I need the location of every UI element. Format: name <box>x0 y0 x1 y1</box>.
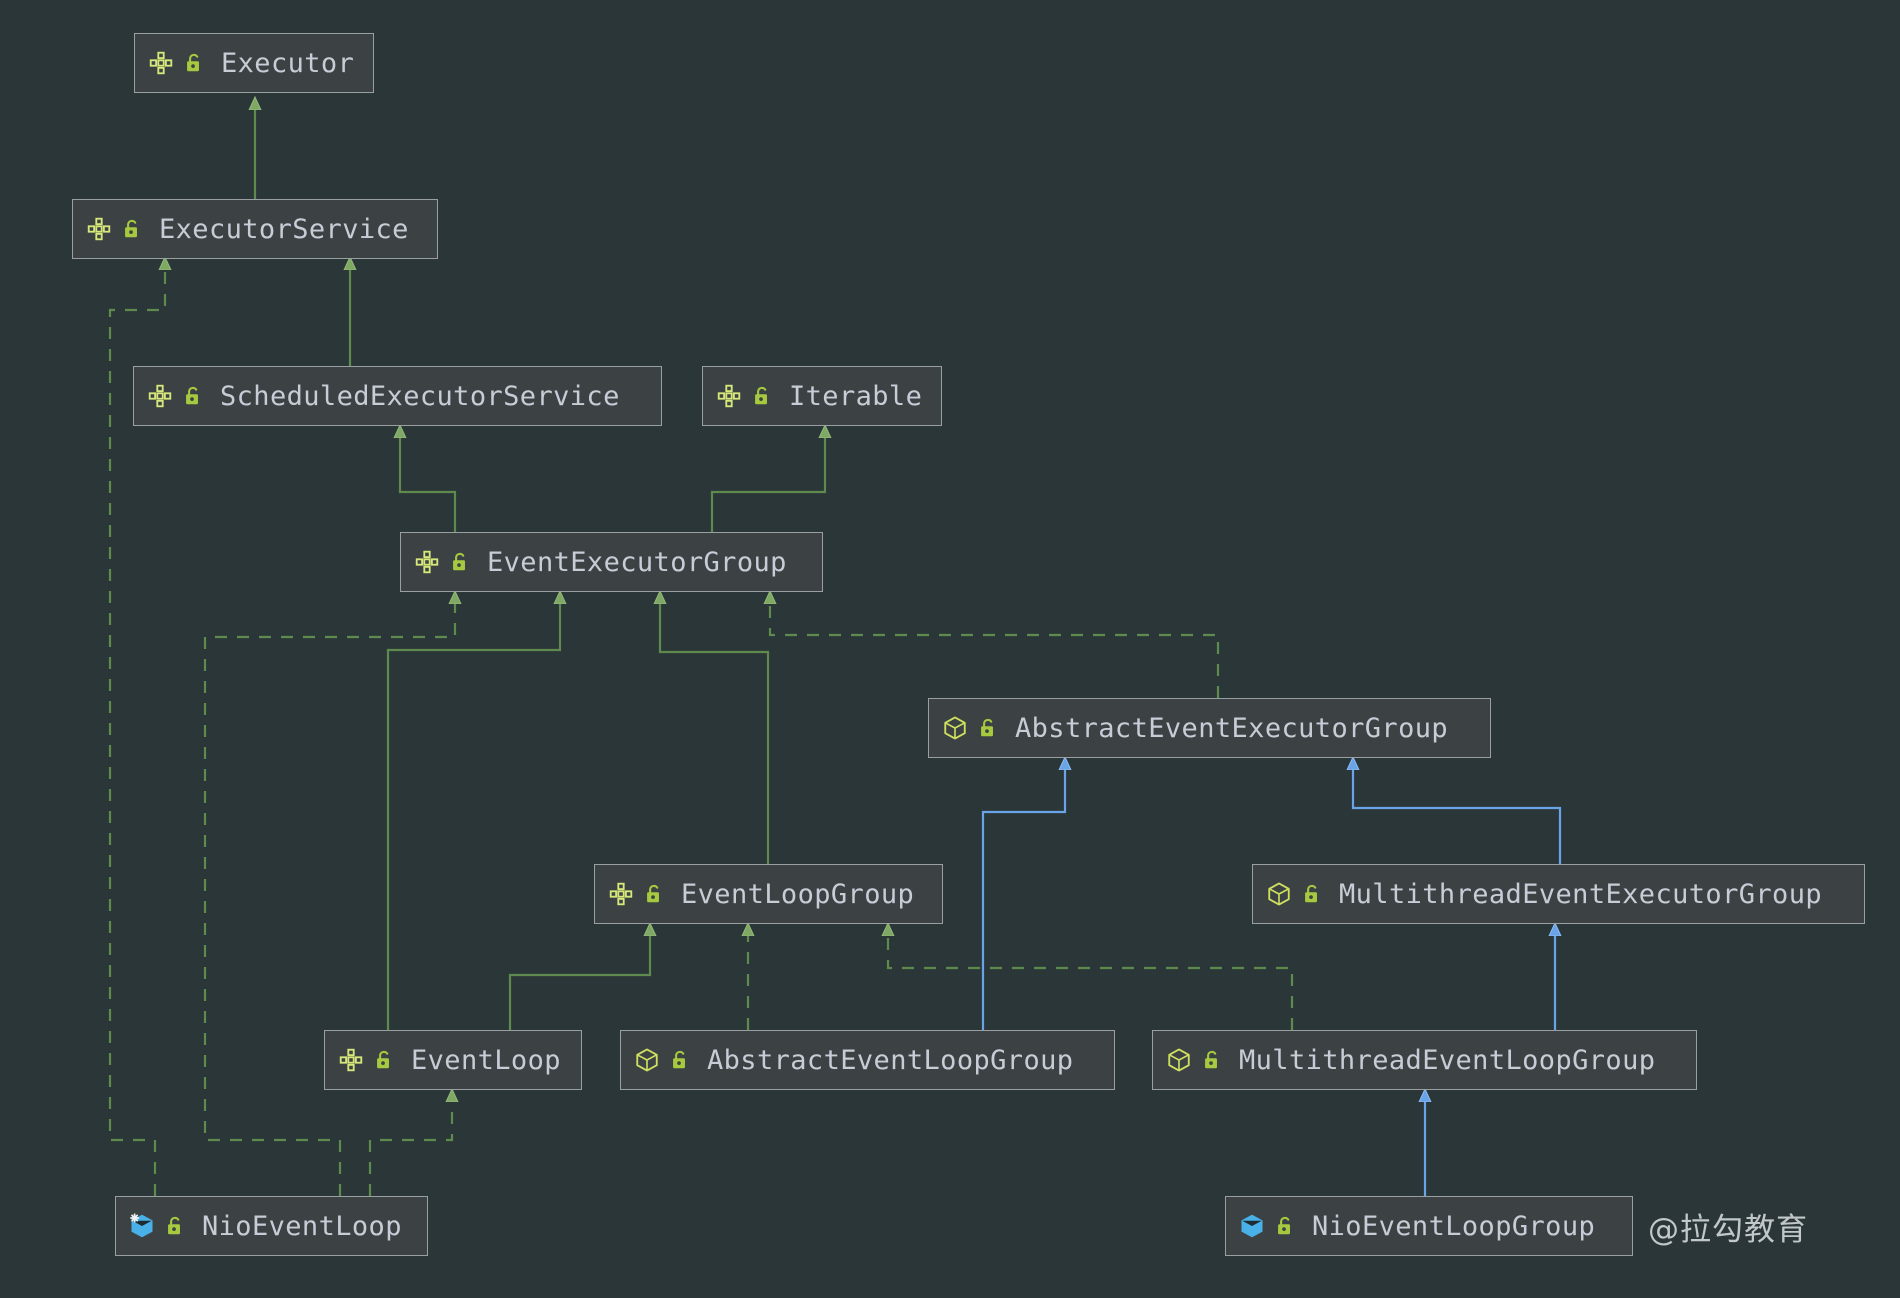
class-node-label: EventExecutorGroup <box>487 546 787 578</box>
class-node-label: NioEventLoopGroup <box>1312 1210 1596 1242</box>
class-node-label: EventLoop <box>411 1044 561 1076</box>
lock-icon <box>453 552 465 571</box>
lock-icon <box>1205 1050 1217 1069</box>
node-icons <box>1266 881 1339 907</box>
interface-icon <box>609 882 633 906</box>
node-icons <box>634 1047 707 1073</box>
final-class-icon <box>130 1213 153 1238</box>
node-icons <box>1166 1047 1239 1073</box>
edge-eventexecutorgroup-iterable <box>710 436 825 532</box>
class-node-label: AbstractEventLoopGroup <box>707 1044 1074 1076</box>
interface-icon <box>148 384 172 408</box>
watermark: @拉勾教育 <box>1648 1212 1808 1248</box>
interface-icon <box>415 550 439 574</box>
class-node-executor[interactable]: Executor <box>134 33 374 93</box>
lock-icon <box>981 718 993 737</box>
node-icons <box>148 50 221 76</box>
lock-icon <box>168 1216 180 1235</box>
node-icons <box>414 549 487 575</box>
class-node-label: EventLoopGroup <box>681 878 915 910</box>
lock-icon <box>647 884 659 903</box>
interface-icon <box>87 217 111 241</box>
class-node-label: ScheduledExecutorService <box>220 380 620 412</box>
abstract-class-icon <box>1168 1048 1190 1072</box>
class-node-label: ExecutorService <box>159 213 409 245</box>
node-icons <box>942 715 1015 741</box>
class-node-event-loop[interactable]: EventLoop <box>324 1030 582 1090</box>
lock-icon <box>1278 1216 1290 1235</box>
edge-nioeventloop-eventloop <box>368 1100 452 1196</box>
abstract-class-icon <box>636 1048 658 1072</box>
class-node-multithread-event-loop-group[interactable]: MultithreadEventLoopGroup <box>1152 1030 1697 1090</box>
class-node-iterable[interactable]: Iterable <box>702 366 942 426</box>
abstract-class-icon <box>944 716 966 740</box>
interface-icon <box>149 51 173 75</box>
node-icons <box>608 881 681 907</box>
edge-abstracteventloopgroup-abstracteventexecutorgroup <box>981 768 1065 1030</box>
edge-multithreadeventloopgroup-eventloopgroup <box>888 934 1294 1030</box>
node-icons <box>86 216 159 242</box>
abstract-class-icon <box>1268 882 1290 906</box>
class-node-multithread-event-executor-group[interactable]: MultithreadEventExecutorGroup <box>1252 864 1865 924</box>
class-node-label: MultithreadEventExecutorGroup <box>1339 878 1823 910</box>
class-node-label: NioEventLoop <box>202 1210 402 1242</box>
lock-icon <box>125 219 137 238</box>
edge-nioeventloop-eventexecutorgroup <box>203 602 455 1196</box>
node-icons <box>129 1213 202 1239</box>
edge-eventexecutorgroup-scheduledexecutorservice <box>400 436 457 532</box>
class-node-abstract-event-executor-group[interactable]: AbstractEventExecutorGroup <box>928 698 1491 758</box>
class-node-nio-event-loop-group[interactable]: NioEventLoopGroup <box>1225 1196 1633 1256</box>
edge-eventloopgroup-eventexecutorgroup <box>660 602 770 864</box>
lock-icon <box>377 1050 389 1069</box>
edge-multithreadeventexecutorgroup-abstracteventexecutorgroup <box>1353 768 1562 864</box>
edge-eventloop-eventexecutorgroup <box>386 602 560 1030</box>
class-node-nio-event-loop[interactable]: NioEventLoop <box>115 1196 428 1256</box>
node-icons <box>147 383 220 409</box>
node-icons <box>1239 1213 1312 1239</box>
class-node-executor-service[interactable]: ExecutorService <box>72 199 438 259</box>
class-node-event-executor-group[interactable]: EventExecutorGroup <box>400 532 823 592</box>
class-node-scheduled-executor-service[interactable]: ScheduledExecutorService <box>133 366 662 426</box>
interface-icon <box>339 1048 363 1072</box>
interface-icon <box>717 384 741 408</box>
node-icons <box>338 1047 411 1073</box>
edge-eventloop-eventloopgroup <box>508 934 650 1030</box>
lock-icon <box>186 386 198 405</box>
lock-icon <box>755 386 767 405</box>
class-node-label: MultithreadEventLoopGroup <box>1239 1044 1656 1076</box>
class-node-abstract-event-loop-group[interactable]: AbstractEventLoopGroup <box>620 1030 1115 1090</box>
edge-abstracteventexecutorgroup-eventexecutorgroup <box>770 602 1220 698</box>
class-node-event-loop-group[interactable]: EventLoopGroup <box>594 864 943 924</box>
class-node-label: Executor <box>221 47 355 79</box>
lock-icon <box>1305 884 1317 903</box>
lock-icon <box>673 1050 685 1069</box>
class-node-label: Iterable <box>789 380 923 412</box>
node-icons <box>716 383 789 409</box>
concrete-class-icon <box>1241 1214 1263 1238</box>
lock-icon <box>187 53 199 72</box>
class-node-label: AbstractEventExecutorGroup <box>1015 712 1449 744</box>
